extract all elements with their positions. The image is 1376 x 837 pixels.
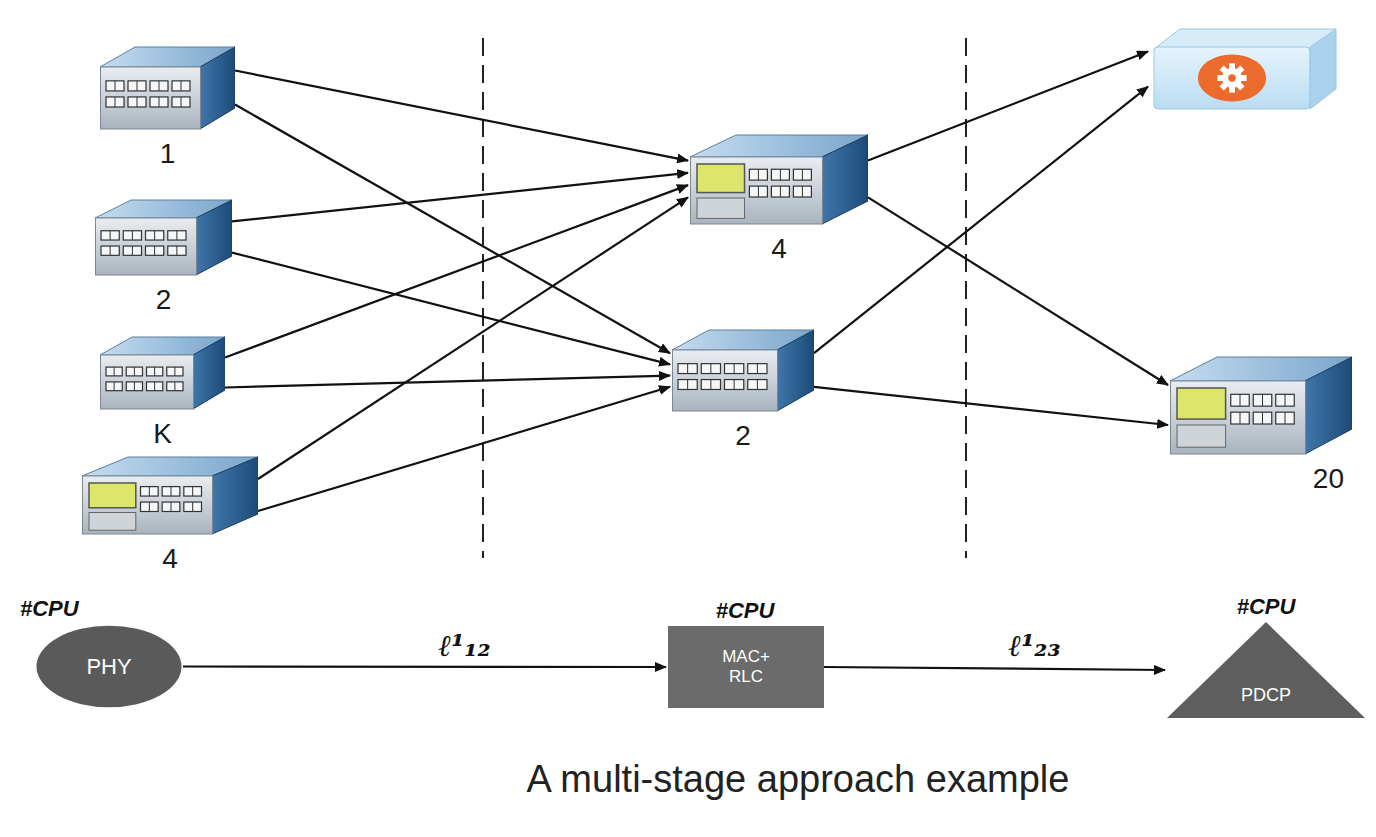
cpu-heading: #CPU bbox=[660, 598, 830, 624]
figure-caption: A multi-stage approach example bbox=[0, 758, 1376, 801]
dashed-divider bbox=[482, 38, 484, 558]
node-number: 2 bbox=[95, 284, 232, 316]
stage-node: #CPU PDCP bbox=[1166, 594, 1366, 718]
stage-node: #CPU MAC+ RLC bbox=[660, 598, 830, 708]
server-icon bbox=[100, 335, 225, 410]
connector-arrow bbox=[183, 665, 666, 668]
connector-arrow bbox=[232, 173, 688, 222]
server-icon bbox=[690, 133, 868, 225]
connector-arrow bbox=[235, 71, 688, 161]
cpu-heading: #CPU bbox=[20, 596, 185, 622]
node-number: 4 bbox=[690, 233, 868, 265]
dashed-divider bbox=[965, 38, 967, 558]
connector-arrow bbox=[225, 376, 670, 388]
connector-arrow bbox=[232, 253, 670, 365]
connector-arrow bbox=[814, 87, 1148, 354]
node-number: K bbox=[100, 418, 225, 450]
stage-node: #CPU PHY bbox=[20, 596, 185, 709]
node-number: 20 bbox=[1170, 463, 1352, 495]
stage-shape: PDCP bbox=[1167, 622, 1365, 718]
server-node: 2 bbox=[672, 328, 814, 452]
connector-arrow bbox=[258, 197, 688, 479]
node-number: 1 bbox=[100, 138, 235, 170]
connector-arrow bbox=[258, 387, 670, 511]
stage-shape: PHY bbox=[35, 624, 183, 709]
server-icon bbox=[82, 455, 258, 535]
server-node: K bbox=[100, 335, 225, 450]
connector-arrow bbox=[814, 387, 1168, 425]
stage-shape: MAC+ RLC bbox=[668, 626, 824, 708]
node-number: 2 bbox=[672, 420, 814, 452]
connector-arrow bbox=[235, 105, 670, 354]
cpu-heading: #CPU bbox=[1166, 594, 1366, 620]
server-node: 1 bbox=[100, 45, 235, 170]
server-node: 4 bbox=[82, 455, 258, 575]
server-node: 20 bbox=[1170, 355, 1352, 495]
layer-name: PDCP bbox=[1241, 685, 1291, 706]
connector-arrow bbox=[868, 197, 1168, 385]
node-number: 4 bbox=[82, 543, 258, 575]
layer-name: MAC+ RLC bbox=[716, 647, 776, 687]
layer-name: PHY bbox=[86, 654, 131, 680]
link-label: ℓ¹₂₃ bbox=[1005, 628, 1063, 663]
server-node: 4 bbox=[690, 133, 868, 265]
connector-arrow bbox=[868, 51, 1148, 160]
link-label: ℓ¹₁₂ bbox=[435, 628, 493, 663]
server-icon bbox=[672, 328, 814, 412]
server-icon bbox=[95, 198, 232, 276]
server-node: 2 bbox=[95, 198, 232, 316]
server-icon bbox=[100, 45, 235, 130]
connector-arrow bbox=[824, 667, 1165, 670]
connector-arrow bbox=[225, 185, 688, 357]
service-node bbox=[1150, 25, 1340, 113]
server-icon bbox=[1170, 355, 1352, 455]
service-icon bbox=[1150, 25, 1340, 113]
